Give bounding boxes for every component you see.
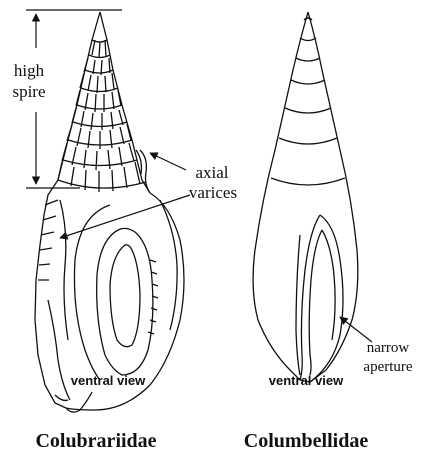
axial-varices-label-line1: axial [195, 163, 228, 182]
narrow-aperture-label-line2: aperture [363, 359, 412, 375]
right-view-label: ventral view [269, 373, 344, 388]
colubrariidae-shell [35, 12, 184, 412]
narrow-aperture-label-line1: narrow [367, 340, 410, 356]
left-view-label: ventral view [71, 373, 146, 388]
left-family-name: Colubrariidae [35, 430, 156, 452]
columbellidae-shell [253, 12, 358, 382]
high-spire-label-line2: spire [12, 82, 45, 101]
high-spire-label-line1: high [14, 61, 45, 80]
right-family-name: Columbellidae [244, 430, 369, 452]
axial-varices-label-line2: varices [189, 183, 237, 202]
